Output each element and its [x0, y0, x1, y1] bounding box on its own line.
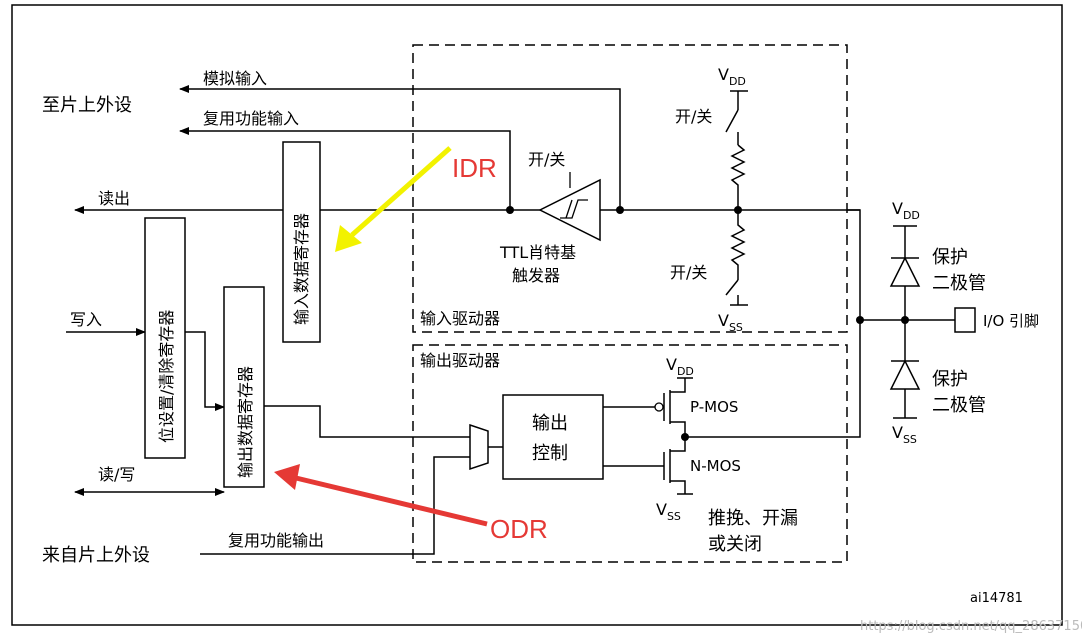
junction-dot: [616, 206, 624, 214]
protection-diode-top: [889, 256, 921, 287]
alt-func-output-label: 复用功能输出: [228, 531, 324, 550]
analog-input-label: 模拟输入: [203, 69, 267, 88]
watermark: https://blog.csdn.net/qq_28637150: [860, 619, 1082, 634]
read-write-label: 读/写: [98, 465, 135, 484]
output-mux: [469, 423, 489, 471]
output-driver-label: 输出驱动器: [420, 351, 500, 370]
alt-func-output-line: [200, 456, 470, 555]
vdd-diode-label: VDD: [892, 199, 920, 222]
schmitt-switch-label: 开/关: [528, 150, 565, 169]
nmos-label: N-MOS: [690, 457, 741, 475]
bsrr-to-odr-line: [185, 331, 225, 411]
idr-annotation-arrow: [335, 146, 452, 252]
bit-set-reset-register-label: 位设置/清除寄存器: [157, 310, 176, 443]
bit-set-reset-register: [144, 217, 186, 459]
pulldown-switch-label: 开/关: [670, 263, 707, 282]
alt-func-input-line: [179, 127, 511, 210]
analog-input-line: [179, 85, 621, 210]
odr-annotation-arrow: [274, 464, 488, 527]
protect-top-label-1: 保护: [932, 247, 968, 268]
output-control-label-2: 控制: [532, 443, 568, 464]
vdd-pullup-label: VDD: [718, 65, 746, 88]
alt-func-input-label: 复用功能输入: [203, 109, 299, 128]
output-data-register-label: 输出数据寄存器: [236, 366, 255, 478]
nmos-drain: [670, 437, 686, 452]
vdd-pmos-label: VDD: [666, 355, 694, 378]
vss-pulldown-label: VSS: [718, 311, 743, 334]
input-driver-label: 输入驱动器: [420, 309, 500, 328]
pullup-switch-label: 开/关: [675, 107, 712, 126]
pmos-drain: [670, 421, 686, 437]
write-in-label: 写入: [70, 310, 102, 329]
pulldown-resistor: [730, 210, 746, 280]
io-pin-box: [954, 307, 976, 333]
pullup-resistor: [730, 144, 746, 210]
protect-top-label-2: 二极管: [932, 273, 986, 294]
read-out-label: 读出: [98, 189, 130, 208]
protect-bot-label-2: 二极管: [932, 395, 986, 416]
protect-bot-label-1: 保护: [932, 369, 968, 390]
idr-annotation-label: IDR: [452, 153, 497, 183]
output-driver-box: [412, 344, 848, 563]
input-data-register: [282, 141, 321, 343]
pmos-label: P-MOS: [690, 398, 738, 416]
io-pin-label: I/O 引脚: [983, 312, 1039, 330]
pmos-source: [670, 378, 686, 393]
junction-dot: [856, 316, 864, 324]
pulldown-switch: [725, 279, 739, 296]
schmitt-trigger: [538, 178, 601, 242]
pullup-switch: [725, 109, 739, 133]
output-control-box: [502, 394, 604, 480]
output-data-register: [223, 286, 265, 488]
mode-label-line2: 或关闭: [708, 534, 762, 555]
odr-to-mux-line: [264, 405, 470, 438]
pmos-gate-bubble: [654, 402, 664, 412]
mode-label-line1: 推挽、开漏: [708, 508, 798, 529]
vss-nmos-label: VSS: [656, 500, 681, 523]
nmos-source: [670, 480, 686, 494]
protection-diode-bottom: [889, 359, 921, 390]
output-control-label-1: 输出: [532, 413, 568, 434]
input-driver-box: [412, 44, 848, 333]
schmitt-label-line1: TTL肖特基: [499, 243, 576, 262]
schmitt-label-line2: 触发器: [512, 266, 560, 285]
hysteresis-icon: [560, 199, 588, 219]
input-data-register-label: 输入数据寄存器: [292, 213, 311, 325]
odr-annotation-label: ODR: [490, 514, 548, 544]
figure-frame: [11, 4, 1063, 626]
junction-dot: [506, 206, 514, 214]
figure-id: ai14781: [970, 591, 1023, 606]
vss-diode-label: VSS: [892, 423, 917, 446]
to-peripheral-label: 至片上外设: [42, 95, 132, 116]
from-peripheral-label: 来自片上外设: [42, 545, 150, 566]
